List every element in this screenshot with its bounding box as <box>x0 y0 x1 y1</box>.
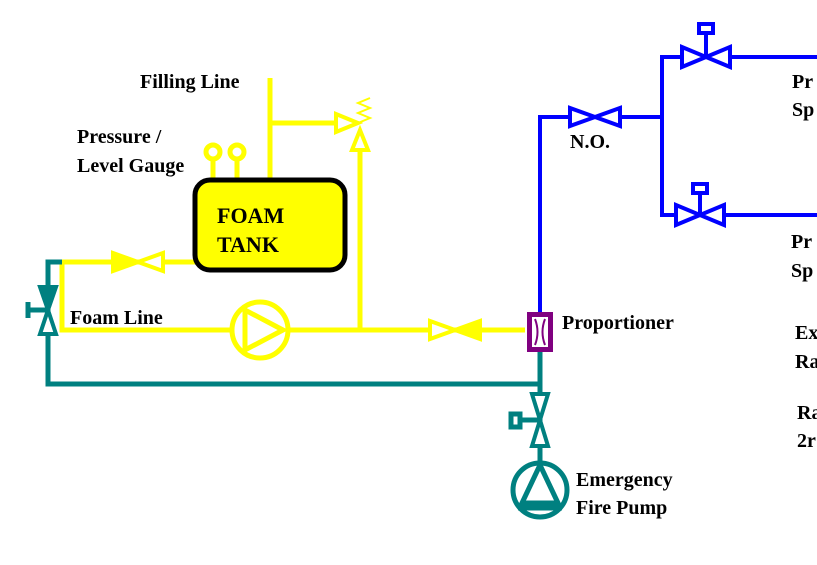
proportioner-icon <box>527 312 553 352</box>
pump-discharge-valve-icon <box>529 392 551 448</box>
proportioner-label: Proportioner <box>562 312 674 334</box>
level-gauge-label: Level Gauge <box>77 155 184 177</box>
water-piping <box>538 22 817 312</box>
foam-tank <box>192 177 348 273</box>
right-label-1a: Pr <box>792 71 813 93</box>
foam-pump-icon <box>229 299 291 361</box>
emergency-fire-pump-icon <box>510 459 570 520</box>
right-label-4b: 2r <box>797 430 816 452</box>
right-label-3a: Ex <box>795 322 817 344</box>
tank-label-line2: TANK <box>217 232 279 257</box>
lower-deluge-valve-icon <box>674 202 726 228</box>
right-label-1b: Sp <box>792 99 814 121</box>
right-label-2b: Sp <box>791 260 813 282</box>
right-label-2a: Pr <box>791 231 812 253</box>
normally-open-label: N.O. <box>570 131 610 153</box>
right-label-4a: Ra <box>797 402 817 424</box>
pressure-gauge-label: Pressure / <box>77 126 162 148</box>
foam-line-label: Foam Line <box>70 307 163 329</box>
foam-piping <box>59 78 525 333</box>
emergency-piping <box>25 259 543 462</box>
emergency-pump-label-line2: Fire Pump <box>576 497 667 519</box>
foam-line-valve-icon <box>428 318 482 342</box>
relief-valve-icon <box>334 97 373 152</box>
bypass-valve-icon <box>37 285 59 336</box>
emergency-pump-label-line1: Emergency <box>576 469 673 491</box>
tank-label-line1: FOAM <box>217 203 284 228</box>
tank-outlet-valve-icon <box>111 250 165 274</box>
upper-deluge-valve-icon <box>680 44 732 70</box>
normally-open-valve-icon <box>568 105 622 129</box>
right-label-3b: Ra <box>795 351 817 373</box>
filling-line-label: Filling Line <box>140 71 240 93</box>
